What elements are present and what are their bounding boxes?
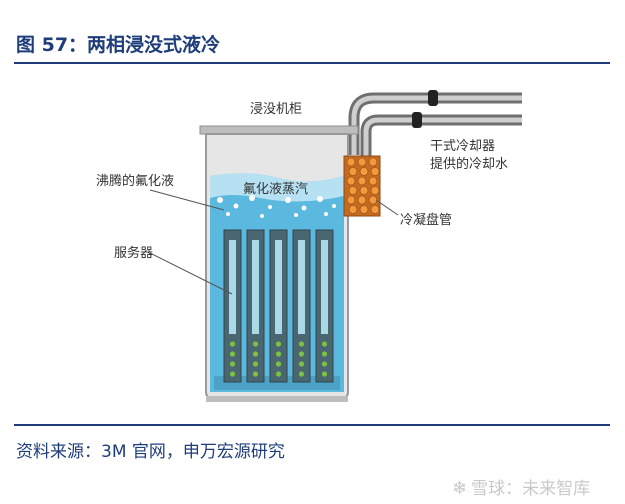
watermark-text: 雪球：未来智库 — [471, 479, 591, 499]
server-blade — [315, 229, 334, 383]
server-blade — [292, 229, 311, 383]
dry-cooler-label: 干式冷却器 — [430, 139, 495, 154]
status-led — [298, 341, 305, 347]
status-led — [252, 341, 259, 347]
status-led — [298, 361, 305, 367]
status-led — [321, 341, 328, 347]
status-led — [298, 371, 305, 377]
status-led — [275, 361, 282, 367]
status-led — [275, 341, 282, 347]
coil-label: 冷凝盘管 — [400, 212, 452, 228]
server-rack — [223, 229, 334, 383]
status-led — [252, 371, 259, 377]
status-led — [252, 351, 259, 357]
servers-label: 服务器 — [114, 245, 153, 261]
vapor-bubbles — [217, 195, 336, 218]
source-note: 资料来源：3M 官网，申万宏源研究 — [16, 442, 285, 462]
pipe-valve-bottom — [412, 112, 422, 128]
fluid-label: 沸腾的氟化液 — [96, 173, 174, 189]
status-led — [275, 351, 282, 357]
status-led — [298, 351, 305, 357]
status-led — [229, 341, 236, 347]
status-led — [275, 371, 282, 377]
condensing-coil — [343, 155, 381, 217]
tank-lid — [199, 125, 359, 135]
status-led — [252, 361, 259, 367]
vapor-label: 氟化液蒸汽 — [243, 182, 308, 197]
status-led — [321, 371, 328, 377]
watermark: ❄雪球：未来智库 — [452, 474, 590, 499]
server-blade — [246, 229, 265, 383]
figure-title: 图 57：两相浸没式液冷 — [16, 34, 221, 56]
status-led — [229, 361, 236, 367]
leader-lines — [149, 189, 399, 295]
title-divider — [14, 62, 610, 64]
status-led — [229, 371, 236, 377]
server-blade — [269, 229, 288, 383]
status-led — [321, 351, 328, 357]
pipe-valve-top — [428, 90, 438, 106]
status-led — [229, 351, 236, 357]
server-blade — [223, 229, 242, 383]
status-led — [321, 361, 328, 367]
chilled-water-label: 提供的冷却水 — [430, 156, 508, 172]
coolant-pipes — [348, 90, 522, 160]
snowball-logo-icon: ❄ — [452, 478, 468, 499]
source-divider — [14, 424, 610, 426]
cabinet-label: 浸没机柜 — [250, 102, 302, 117]
